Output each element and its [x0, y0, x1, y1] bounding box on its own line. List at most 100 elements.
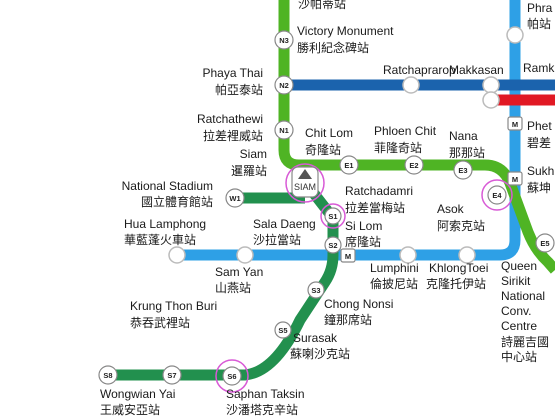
khlong-toei-name-zh: 克隆托伊站 — [426, 276, 486, 291]
phrom-phong-station-dot[interactable] — [506, 26, 524, 44]
station-badge-s6[interactable]: S6 — [222, 366, 242, 386]
hua-lamphong-name-en: Hua Lamphong — [124, 217, 206, 231]
svg-text:S5: S5 — [278, 326, 287, 335]
svg-text:M: M — [512, 120, 518, 129]
phloen-chit-name-en: Phloen Chit — [374, 124, 437, 138]
chit-lom-name-zh: 奇隆站 — [305, 142, 341, 157]
queen-sirikit-name-en-5: Centre — [501, 319, 537, 333]
station-badge-e4[interactable]: E4 — [487, 185, 507, 205]
station-badge-s7[interactable]: S7 — [162, 365, 182, 385]
svg-text:S7: S7 — [167, 371, 176, 380]
queen-sirikit-name-zh-2: 中心站 — [501, 349, 537, 364]
national-stadium-name-en: National Stadium — [122, 179, 213, 193]
chong-nonsi-name-en: Chong Nonsi — [324, 297, 393, 311]
si-lom-name-en: Si Lom — [345, 219, 382, 233]
sala-daeng-name-zh: 沙拉當站 — [253, 232, 301, 247]
ratchathewi-name-zh: 拉差裡威站 — [203, 128, 263, 143]
makkasan-station-dot[interactable] — [482, 76, 500, 94]
asok-highlight-ring — [481, 179, 513, 211]
hua-lamphong-station-dot[interactable] — [168, 246, 186, 264]
si-lom-name-zh: 席隆站 — [345, 234, 381, 249]
svg-text:S3: S3 — [311, 286, 320, 295]
station-badge-e1[interactable]: E1 — [339, 155, 359, 175]
queen-sirikit-name-en-2: Sirikit — [501, 274, 531, 288]
surasak-name-zh: 蘇喇沙克站 — [290, 346, 350, 361]
svg-text:E2: E2 — [409, 161, 418, 170]
siam-highlight-ring — [285, 163, 325, 203]
saphan-taksin-name-en: Saphan Taksin — [226, 387, 305, 401]
hua-lamphong-name-zh: 華藍蓬火車站 — [124, 233, 196, 247]
ratchadamri-name-en: Ratchadamri — [345, 184, 413, 198]
svg-text:S2: S2 — [328, 241, 337, 250]
national-stadium-name-zh: 國立體育館站 — [141, 194, 213, 209]
khlong-toei-station-dot[interactable] — [458, 246, 476, 264]
siam-name-zh: 暹羅站 — [231, 164, 267, 178]
ratchathewi-name-en: Ratchathewi — [197, 112, 263, 126]
station-badge-e5[interactable]: E5 — [535, 233, 555, 253]
station-badge-w1[interactable]: W1 — [225, 188, 245, 208]
svg-text:S8: S8 — [103, 371, 112, 380]
station-badge-e3[interactable]: E3 — [453, 160, 473, 180]
station-badge-s2[interactable]: S2 — [324, 236, 342, 254]
asok-name-zh: 阿索克站 — [437, 219, 485, 233]
station-badge-n3[interactable]: N3 — [274, 30, 294, 50]
krung-thon-buri-name-zh: 恭吞武裡站 — [130, 315, 190, 330]
station-badge-m-asok[interactable]: M — [507, 171, 523, 186]
svg-text:N1: N1 — [279, 126, 289, 135]
station-badge-s5[interactable]: S5 — [274, 321, 292, 339]
svg-text:M: M — [512, 175, 518, 184]
phaya-thai-name-zh: 帕亞泰站 — [215, 82, 263, 97]
lumphini-name-zh: 倫披尼站 — [370, 277, 418, 291]
queen-sirikit-name-en-4: Conv. — [501, 304, 531, 318]
makkasan-station-dot-2[interactable] — [482, 91, 500, 109]
station-badge-n1[interactable]: N1 — [274, 120, 294, 140]
saphan-taksin-name-zh: 沙潘塔克辛站 — [226, 403, 298, 417]
sukhumvit-name-zh: 蘇坤 — [527, 180, 551, 195]
svg-text:E5: E5 — [540, 239, 549, 248]
mrt-underground-line — [175, 0, 521, 261]
silom-line — [100, 178, 339, 381]
svg-text:S6: S6 — [227, 372, 236, 381]
chit-lom-name-en: Chit Lom — [305, 126, 353, 140]
wongwian-yai-name-zh: 王威安亞站 — [100, 402, 160, 417]
svg-text:N3: N3 — [279, 36, 289, 45]
queen-sirikit-name-en-3: National — [501, 289, 545, 303]
svg-text:E1: E1 — [344, 161, 353, 170]
station-badge-m-silom[interactable]: M — [340, 248, 356, 263]
sam-yan-name-en: Sam Yan — [215, 265, 263, 279]
svg-text:W1: W1 — [229, 194, 240, 203]
phetchaburi-name-zh: 碧差 — [527, 136, 551, 150]
sam-yan-name-zh: 山燕站 — [215, 281, 251, 295]
svg-text:N2: N2 — [279, 81, 289, 90]
station-badge-m-sukhumvit[interactable]: M — [507, 116, 523, 131]
victory-monument-name-en: Victory Monument — [297, 24, 394, 38]
station-badge-n2[interactable]: N2 — [274, 75, 294, 95]
phaya-thai-name-en: Phaya Thai — [203, 66, 264, 80]
svg-text:E4: E4 — [492, 191, 502, 200]
top-station-name-zh: 沙帕蒂站 — [298, 0, 346, 11]
station-badge-s3[interactable]: S3 — [307, 281, 325, 299]
chong-nonsi-name-zh: 鐘那席站 — [324, 312, 372, 327]
station-badge-s8[interactable]: S8 — [98, 365, 118, 385]
lumphini-station-dot[interactable] — [399, 246, 417, 264]
surasak-name-en: Surasak — [293, 331, 338, 345]
phloen-chit-name-zh: 菲隆奇站 — [374, 140, 422, 155]
station-badge-siam[interactable]: SIAM — [291, 166, 319, 198]
ratchaprarop-station-dot[interactable] — [402, 76, 420, 94]
nana-name-en: Nana — [449, 129, 478, 143]
saphan-taksin-highlight-ring — [215, 359, 249, 393]
wongwian-yai-name-en: Wongwian Yai — [100, 387, 175, 401]
ratchaprarop-name-en: Ratchaprarop — [383, 63, 456, 77]
svg-text:E3: E3 — [458, 166, 467, 175]
station-badge-s1[interactable]: S1 — [324, 207, 342, 225]
phetchaburi-name-en: Phet — [527, 119, 552, 133]
queen-sirikit-name-zh-1: 詩麗吉國 — [501, 335, 549, 349]
svg-text:SIAM: SIAM — [294, 182, 316, 192]
svg-text:M: M — [345, 252, 351, 261]
station-badge-e2[interactable]: E2 — [404, 155, 424, 175]
sam-yan-station-dot[interactable] — [236, 246, 254, 264]
sukhumvit-line — [278, 0, 555, 274]
sala-daeng-name-en: Sala Daeng — [253, 217, 316, 231]
lumphini-name-en: Lumphini — [370, 261, 419, 275]
